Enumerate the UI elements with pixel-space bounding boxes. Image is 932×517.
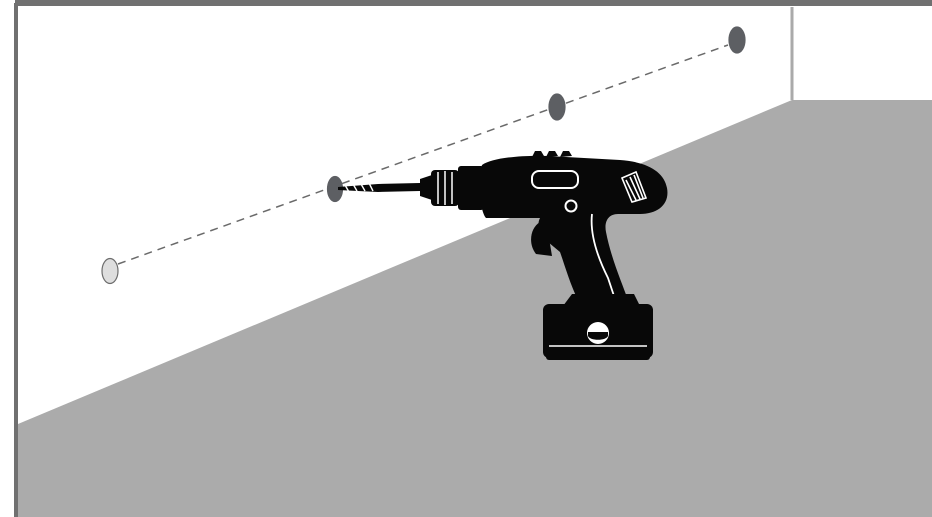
drill-direction-switch <box>564 199 578 213</box>
drill-torque-collar <box>458 166 484 210</box>
drill-bit-flutes <box>344 182 374 193</box>
drill-battery-base <box>546 352 650 360</box>
drill-top-ridges <box>532 151 572 157</box>
cordless-drill-icon <box>338 151 668 360</box>
drill-trigger <box>531 222 552 256</box>
hole-pending <box>101 257 119 285</box>
drill-vent-grille <box>620 170 648 203</box>
hole-markers <box>101 26 746 285</box>
hole-drilled <box>728 26 746 54</box>
drill-side-slot <box>531 170 579 189</box>
drill-chuck-grip-lines <box>437 171 453 205</box>
drill-body <box>479 155 668 300</box>
drill-battery-release-mark <box>588 332 608 340</box>
drill-guide-line <box>117 44 729 265</box>
drill-grip-contour <box>590 213 615 297</box>
floor <box>18 100 932 517</box>
hole-drilled <box>548 93 566 121</box>
drill-bit <box>338 183 420 192</box>
drill-chuck <box>420 175 432 200</box>
